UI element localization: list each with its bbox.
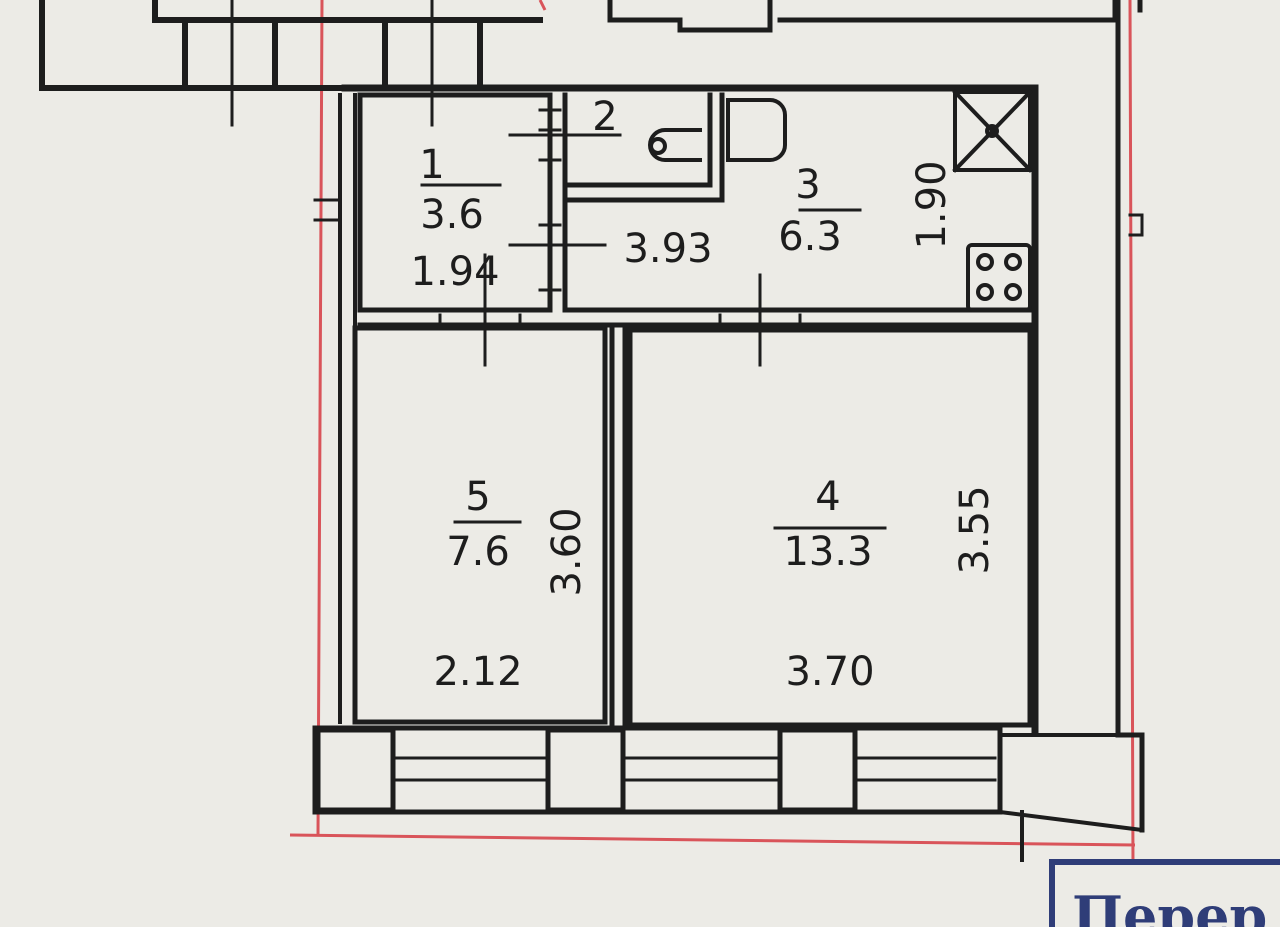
room-4-number: 4 <box>815 474 840 520</box>
room-4-length: 3.55 <box>952 485 998 574</box>
stamp-text: Перер <box>1072 884 1267 927</box>
stove-icon <box>966 243 1032 312</box>
upstairs-walls <box>39 0 1118 127</box>
room-1-width: 1.94 <box>410 249 499 295</box>
room-2-number: 2 <box>592 94 617 140</box>
ventilation-shaft-icon <box>952 89 1033 173</box>
exterior-wall-right <box>1115 0 1145 833</box>
dimension-lines <box>420 133 887 530</box>
room-4-area: 13.3 <box>783 529 872 575</box>
room-4-width: 3.70 <box>785 649 874 695</box>
room-5-width: 2.12 <box>433 649 522 695</box>
room-1-area: 3.6 <box>420 192 484 238</box>
room-3-depth: 1.90 <box>909 160 955 249</box>
toilet-icon <box>648 98 787 162</box>
room-5-length: 3.60 <box>544 507 590 596</box>
room-3-area: 6.3 <box>778 214 842 260</box>
room-5-area: 7.6 <box>446 529 510 575</box>
balcony <box>312 725 1145 862</box>
room-3-length: 3.93 <box>623 226 712 272</box>
interior-walls <box>352 92 1033 728</box>
room-1-number: 1 <box>419 142 444 188</box>
apartment-boundary <box>289 0 1136 866</box>
stamp: Перер <box>1049 859 1280 927</box>
room-3-number: 3 <box>795 162 820 208</box>
room-5-number: 5 <box>465 474 490 520</box>
